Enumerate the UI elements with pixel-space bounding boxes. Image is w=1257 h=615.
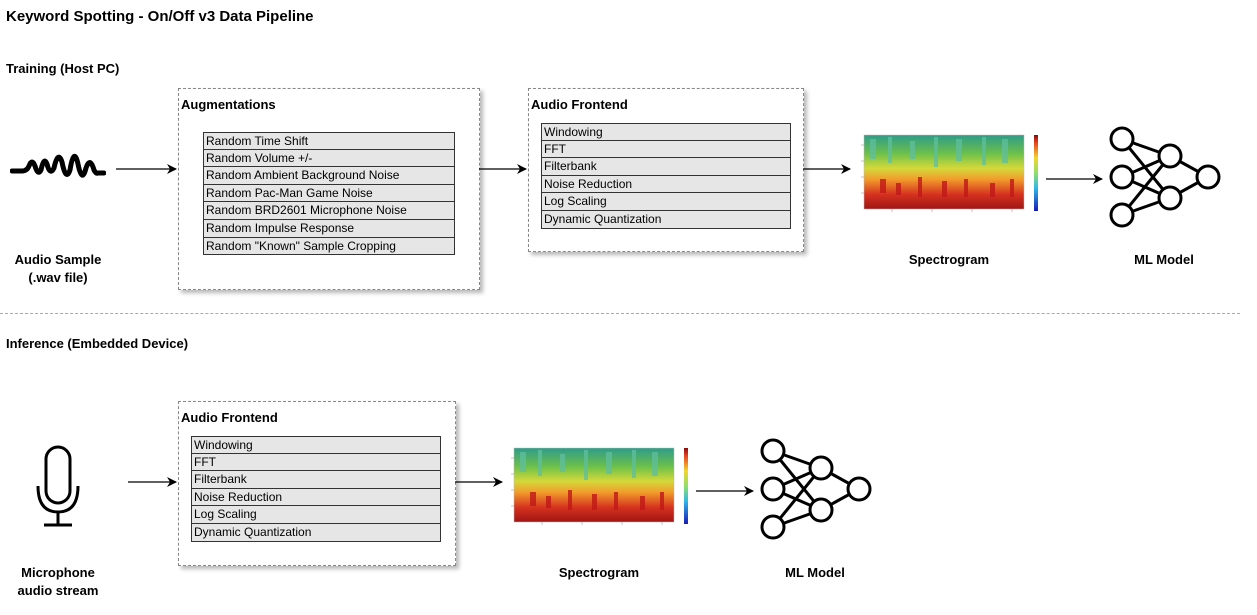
augmentations-group: Augmentations Random Time Shift Random V…	[178, 88, 480, 290]
spectrogram-image	[502, 446, 692, 530]
inference-spectrogram-caption: Spectrogram	[558, 565, 640, 580]
inference-audio-frontend-title: Audio Frontend	[181, 410, 278, 425]
training-spectrogram-caption: Spectrogram	[908, 252, 990, 267]
frontend-item: Noise Reduction	[191, 488, 441, 507]
frontend-item: FFT	[191, 453, 441, 472]
frontend-item: Windowing	[541, 123, 791, 141]
neural-network-icon	[755, 434, 875, 546]
diagram-title: Keyword Spotting - On/Off v3 Data Pipeli…	[6, 8, 314, 25]
augmentations-title: Augmentations	[181, 97, 276, 112]
frontend-item: Log Scaling	[541, 193, 791, 211]
frontend-item: Dynamic Quantization	[541, 210, 791, 229]
inference-ml-model-caption: ML Model	[785, 565, 845, 580]
section-divider	[0, 313, 1240, 314]
waveform-icon	[9, 140, 107, 190]
frontend-item: Filterbank	[541, 158, 791, 176]
frontend-item: Dynamic Quantization	[191, 523, 441, 542]
training-section-label: Training (Host PC)	[6, 61, 120, 76]
frontend-item: Log Scaling	[191, 506, 441, 524]
microphone-icon	[34, 444, 82, 530]
augmentation-item: Random Time Shift	[203, 132, 455, 150]
inference-audio-frontend-group: Audio Frontend Windowing FFT Filterbank …	[178, 401, 456, 566]
frontend-item: Windowing	[191, 436, 441, 454]
inference-section-label: Inference (Embedded Device)	[6, 336, 189, 351]
augmentation-item: Random Pac-Man Game Noise	[203, 184, 455, 203]
frontend-item: Filterbank	[191, 471, 441, 489]
frontend-item: Noise Reduction	[541, 175, 791, 194]
inference-frontend-list: Windowing FFT Filterbank Noise Reduction…	[191, 436, 441, 542]
audio-sample-caption: Audio Sample (.wav file)	[14, 252, 102, 285]
augmentation-item: Random Ambient Background Noise	[203, 167, 455, 185]
neural-network-icon	[1104, 122, 1224, 234]
augmentations-list: Random Time Shift Random Volume +/- Rand…	[203, 132, 455, 256]
training-audio-frontend-group: Audio Frontend Windowing FFT Filterbank …	[528, 88, 804, 252]
augmentation-item: Random Volume +/-	[203, 149, 455, 168]
spectrogram-image	[852, 133, 1042, 217]
augmentation-item: Random Impulse Response	[203, 219, 455, 238]
training-ml-model-caption: ML Model	[1134, 252, 1194, 267]
frontend-item: FFT	[541, 140, 791, 159]
augmentation-item: Random "Known" Sample Cropping	[203, 237, 455, 256]
augmentation-item: Random BRD2601 Microphone Noise	[203, 202, 455, 220]
microphone-caption: Microphone audio stream	[17, 565, 99, 598]
training-frontend-list: Windowing FFT Filterbank Noise Reduction…	[541, 123, 791, 229]
training-audio-frontend-title: Audio Frontend	[531, 97, 628, 112]
